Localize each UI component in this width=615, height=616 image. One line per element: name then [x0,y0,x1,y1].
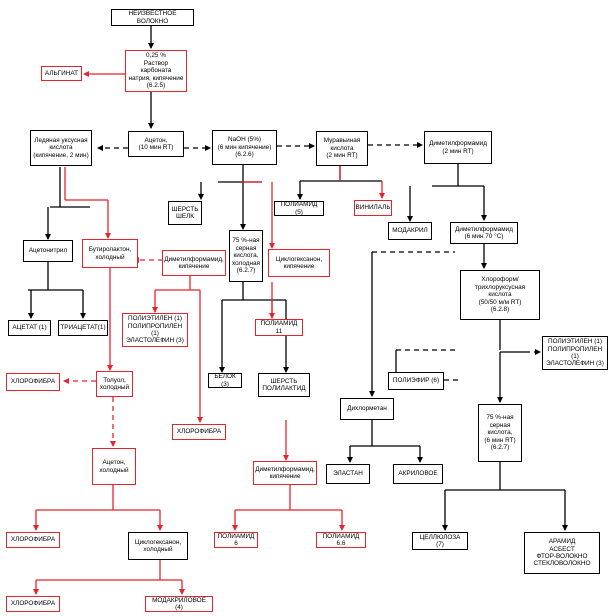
node-modacrylic4: МОДАКРИЛОВОЕ (4) [145,596,213,612]
node-chlorofibre-4: ХЛОРОФИБРА [6,596,60,612]
node-dmf-70: Диметилформамид (6 мин 70 °C) [450,222,518,244]
node-cellulose: ЦЕЛЛЮЛОЗА (7) [412,532,468,550]
node-polyamide66: ПОЛИАМИД 6.6 [316,532,366,548]
node-vinylal: ВИНИЛАЛЬ [354,200,392,216]
node-acetone-10: Ацетон, (10 мин RT) [128,131,184,157]
node-polyamide11: ПОЛИАМИД 11 [255,319,303,336]
node-acetone-cold: Ацетон, холодный [92,448,136,485]
node-wool-polylactide: ШЕРСТЬ ПОЛИЛАКТИД [258,373,310,397]
node-dmf-boil-1: Диметилформамид, кипячение [162,250,226,276]
node-modacryl: МОДАКРИЛ [388,222,432,240]
node-cyclohexanone-boil: Циклогексанон, кипячение [268,249,330,277]
node-alginate: АЛЬГИНАТ [41,66,82,81]
node-sulfuric-75-a: 75 %-ная серная кислота, холодная (6.2.7… [229,230,263,282]
node-dichloromethane: Дихлорметан [340,398,394,420]
node-polyamide5: ПОЛИАМИД (5) [274,201,324,216]
node-chloroform: Хлороформ/ трихлоруксусная кислота (50/5… [460,270,540,320]
node-sulfuric-75-b: 75 %-ная серная кислота, (6 мин RT) (6.2… [478,404,522,462]
node-chlorofibre-3: ХЛОРОФИБРА [6,532,60,548]
node-butyrolactone: Бутиролактон, холодный [82,239,138,268]
node-polyolefins-2: ПОЛИЭТИЛЕН (1) ПОЛИПРОПИЛЕН (1) ЭЛАСТОЛЕ… [542,336,608,370]
node-dmf-2min: Диметилформамид (2 мин RT) [424,131,492,164]
node-triacetate: ТРИАЦЕТАТ(1) [58,320,108,336]
node-sodium-carbonate: 0,25 % Раствор карбоната натрия, кипячен… [125,50,187,92]
node-naoh: NaOH (5%) (6 мин кипячение) (6.2.6) [212,130,277,165]
node-acetonitrile: Ацетонитрил [23,240,73,262]
node-glacial-acetic: Ледяная уксусная кислота (кипячение, 2 м… [30,130,92,166]
node-wool-silk: ШЕРСТЬ ШЕЛК [168,201,202,225]
node-chlorofibre-1: ХЛОРОФИБРА [6,373,60,391]
node-unknown-fiber: НЕИЗВЕСТНОЕ ВОЛОКНО [111,9,194,26]
node-polyester: ПОЛИЭФИР (6) [388,372,444,390]
node-chlorofibre-2: ХЛОРОФИБРА [172,424,226,440]
node-toluene: Толуол, холодный [96,371,133,397]
node-polyolefins-1: ПОЛИЭТИЛЕН (1) ПОЛИПРОПИЛЕН (1) ЭЛАСТОЛЕ… [122,313,188,347]
node-protein: БЕЛОК (3) [208,373,242,388]
node-polyamide6: ПОЛИАМИД 6 [214,532,258,548]
node-elastane: ЭЛАСТАН [326,464,370,484]
node-aramid-group: АРАМИД АСБЕСТ ФТОР-ВОЛОКНО СТЕКЛОВОЛОКНО [524,532,600,574]
node-dmf-boil-2: Диметилформамид, кипячение [253,461,317,485]
node-acrylic: АКРИЛОВОЕ [393,464,443,484]
node-formic-acid: Муравьиная кислота (2 мин RT) [316,131,368,166]
node-cyclohexanone-cold: Циклогексанон, холодный [128,532,188,560]
node-acetate: АЦЕТАТ (1) [8,320,51,336]
